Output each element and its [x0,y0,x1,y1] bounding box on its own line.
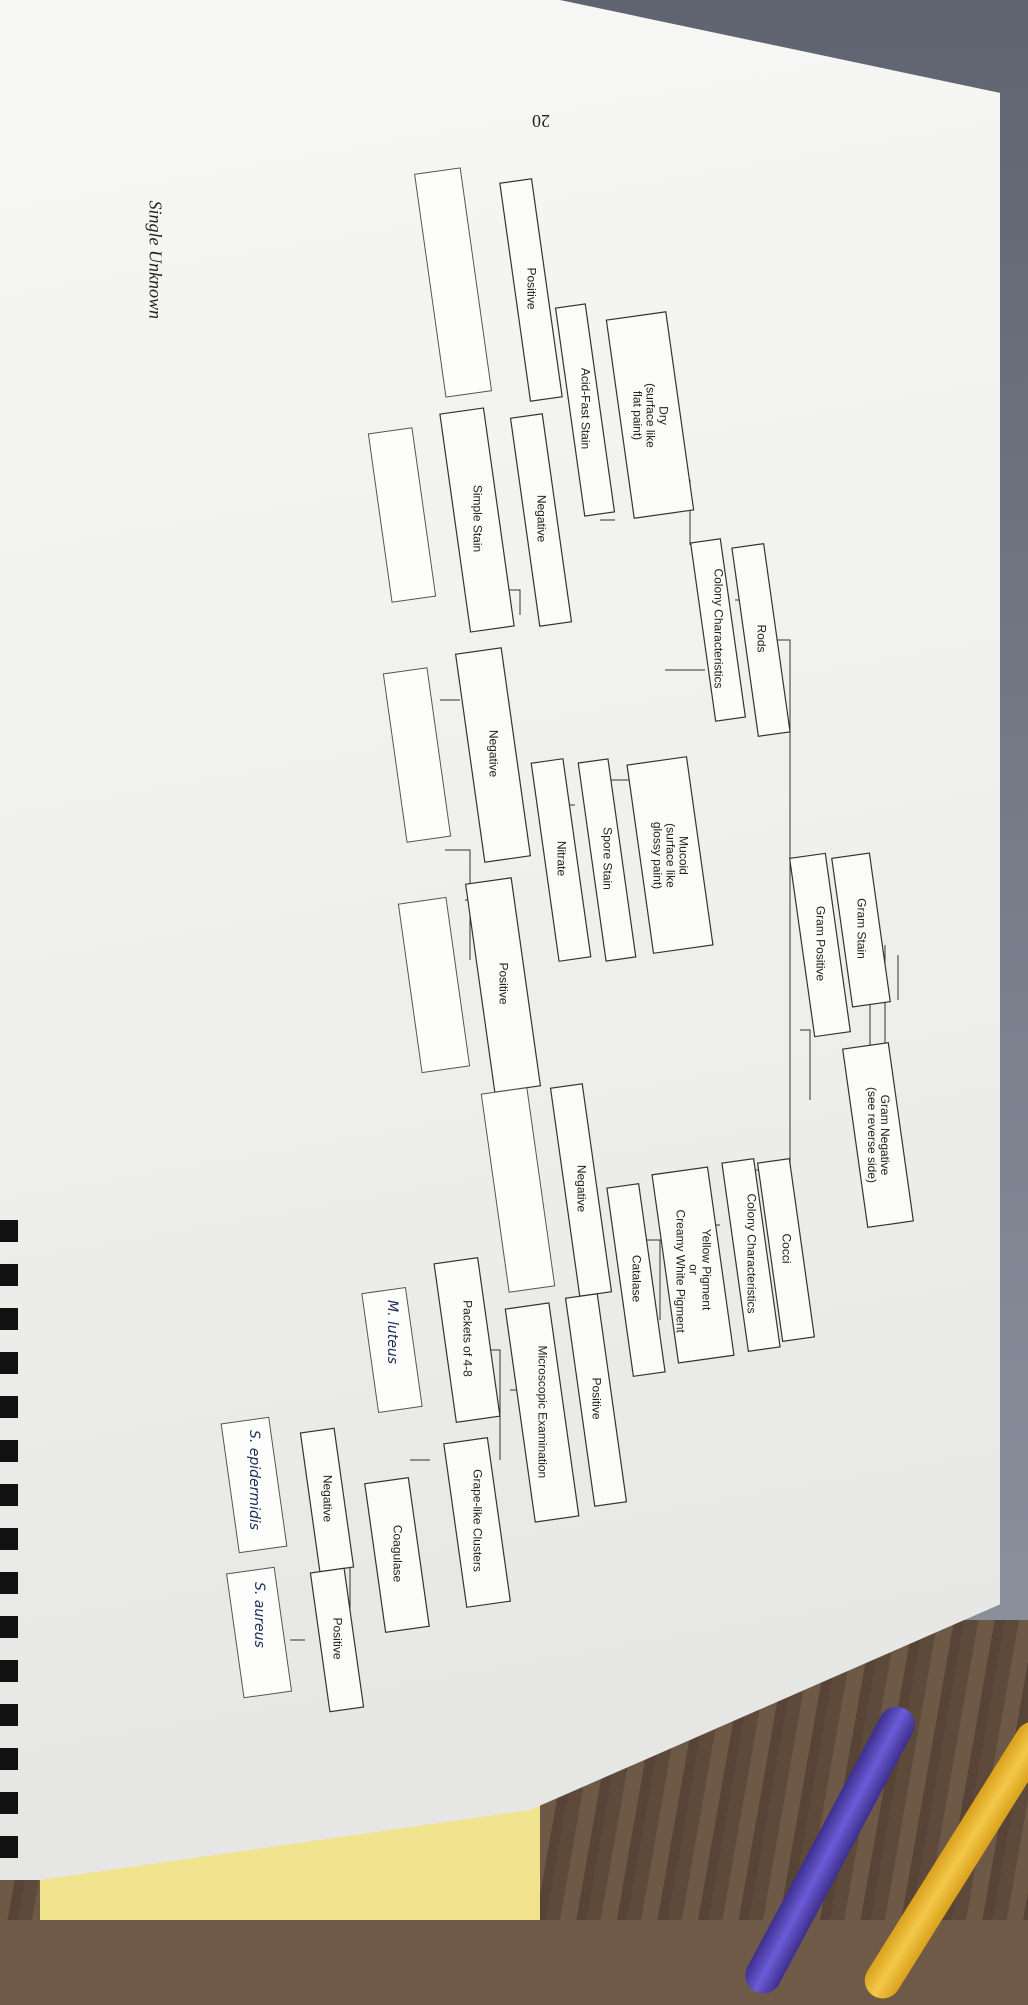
rods-box [731,543,791,737]
cocci-box [756,1157,816,1343]
acid-fast-label: Acid-Fast Stain [578,367,593,450]
gram-negative-label: Gram Negative (see reverse side) [865,1086,892,1184]
gram-negative-box [842,1041,914,1229]
packets-box [433,1257,501,1423]
colony-cocci-box [721,1158,781,1352]
cat-negative-label: Negative [574,1164,589,1213]
colony-rods-label: Colony Characteristics [711,568,726,689]
cat-positive-box [564,1293,628,1507]
cocci-label: Cocci [779,1233,794,1264]
spiral-binding [0,1220,18,1860]
rods-label: Rods [754,624,769,653]
nit-negative-label: Negative [486,729,501,778]
colony-rods-box [689,538,747,722]
nitrate-label: Nitrate [554,840,569,877]
af-positive-box [499,178,563,402]
answer-box-4 [397,896,471,1074]
pigment-box [651,1166,735,1364]
gram-stain-box [831,852,891,1008]
mucoid-box [626,756,714,954]
gram-positive-box [788,852,852,1038]
dry-box [605,311,695,519]
s-aureus-box [226,1566,293,1699]
af-positive-label: Positive [524,267,539,310]
gram-positive-label: Gram Positive [813,905,828,982]
coag-positive-label: Positive [330,1617,345,1660]
microscopic-label: Microscopic Examination [535,1345,550,1479]
microscopic-box [504,1302,580,1523]
af-negative-label: Negative [534,494,549,543]
af-negative-box [509,413,573,627]
answer-box-2 [367,427,437,603]
colony-cocci-label: Colony Characteristics [744,1193,759,1314]
simple-stain-box [439,407,515,633]
m-luteus-box [361,1286,423,1414]
flowchart [220,167,914,1713]
nit-negative-box [454,647,532,863]
answer-box-3 [382,667,452,843]
mucoid-label: Mucoid (surface like glossy paint) [650,821,691,890]
handwritten-m-luteus: M. luteus [384,1300,400,1365]
pigment-label: Yellow Pigment or Creamy White Pigment [673,1209,714,1333]
answer-box-5 [480,1087,556,1293]
grape-box [443,1437,512,1608]
coag-negative-label: Negative [320,1474,335,1523]
coagulase-label: Coagulase [390,1524,405,1583]
nit-positive-label: Positive [496,962,511,1005]
cat-positive-label: Positive [589,1377,604,1420]
grape-label: Grape-like Clusters [470,1469,485,1572]
spore-stain-box [577,758,637,962]
answer-box-1 [414,167,493,398]
worksheet-content: Single Unknown 20 [146,111,914,1713]
packets-label: Packets of 4-8 [460,1300,475,1377]
catalase-box [606,1183,666,1377]
nitrate-box [530,758,592,962]
catalase-label: Catalase [629,1254,644,1303]
coagulase-box [364,1476,430,1634]
handwritten-s-epidermidis: S. epidermidis [246,1430,262,1531]
dry-label: Dry (surface like flat paint) [630,383,671,448]
coag-positive-box [309,1567,365,1713]
spore-stain-label: Spore Stain [600,827,615,890]
handwritten-s-aureus: S. aureus [251,1582,267,1648]
acid-fast-box [554,303,616,517]
s-epidermidis-box [220,1416,288,1554]
simple-stain-label: Simple Stain [470,484,485,553]
gram-stain-label: Gram Stain [854,898,869,959]
